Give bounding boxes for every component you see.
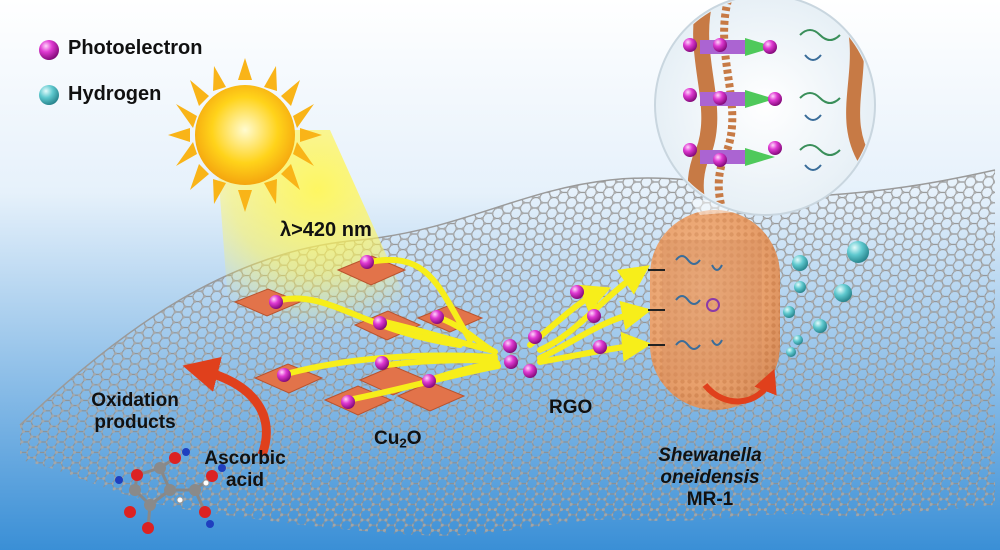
oxidation-line-2: products — [94, 412, 176, 433]
wavelength-label: λ>420 nm — [280, 219, 372, 241]
cu2o-main: Cu — [374, 428, 400, 449]
cu2o-label: Cu2O — [374, 428, 422, 450]
ascorbic-line-1: Ascorbic — [204, 448, 286, 469]
rgo-label: RGO — [549, 397, 593, 418]
oxidation-line-1: Oxidation — [91, 390, 179, 411]
ascorbic-acid-label: Ascorbic acid — [195, 448, 295, 492]
hydrogen-bubbles — [783, 241, 869, 357]
bacterium-species-label: Shewanella oneidensis MR-1 — [640, 445, 780, 511]
oxidation-products-label: Oxidation products — [75, 390, 195, 434]
cu2o-tail: O — [406, 428, 422, 449]
membrane-zoom-inset — [654, 0, 876, 216]
cu2o-subscript: 2 — [399, 435, 407, 451]
legend-photoelectron-label: Photoelectron — [68, 37, 203, 59]
species-strain: MR-1 — [686, 489, 734, 510]
photoelectron-legend-icon — [39, 40, 59, 60]
ascorbic-acid-molecule — [115, 448, 226, 534]
photoelectron-particles — [269, 255, 607, 409]
species-genus: Shewanella — [658, 445, 762, 466]
bacterium-cell — [648, 210, 780, 410]
species-epithet: oneidensis — [660, 467, 760, 488]
ascorbic-line-2: acid — [225, 470, 265, 491]
hydrogen-legend-icon — [39, 85, 59, 105]
oxidation-arrow — [182, 356, 271, 457]
legend-hydrogen-label: Hydrogen — [68, 83, 162, 105]
sun-icon — [168, 58, 322, 212]
